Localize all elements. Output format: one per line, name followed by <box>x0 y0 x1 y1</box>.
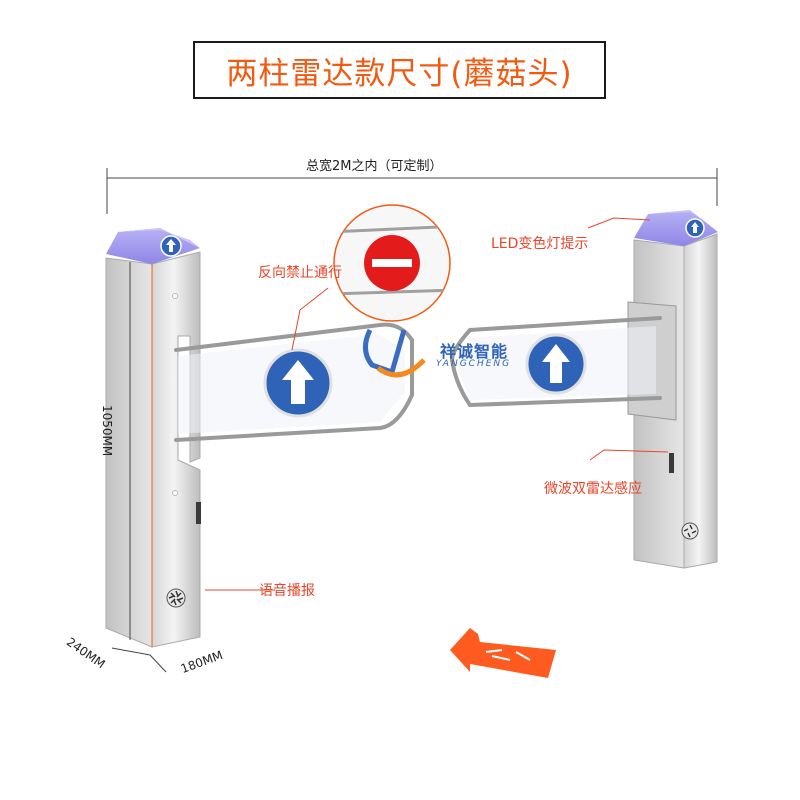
radar-callout: 微波双雷达感应 <box>544 481 642 497</box>
no-reverse-callout: 反向禁止通行 <box>258 265 342 281</box>
callout-lines <box>205 217 669 591</box>
gate-arms <box>174 316 662 442</box>
arrow-icon <box>685 218 705 238</box>
height-label: 1050MM <box>100 405 114 457</box>
depth-dimension-lines <box>111 262 167 673</box>
logo-text-en: YANGCHENG <box>436 359 512 369</box>
page-title: 两柱雷达款尺寸(蘑菇头) <box>226 55 573 92</box>
total-width-label: 总宽2M之内（可定制） <box>306 159 443 174</box>
no-entry-icon <box>364 235 420 291</box>
radar-window <box>196 502 201 524</box>
led-callout: LED变色灯提示 <box>491 236 589 252</box>
speaker-icon <box>681 522 699 540</box>
gate-arrow-sign-left <box>263 348 333 418</box>
width-dimension-line <box>106 168 718 214</box>
voice-callout: 语音播报 <box>259 583 315 599</box>
floor-entry-arrow-icon <box>450 628 556 678</box>
arrow-icon <box>160 235 182 257</box>
gate-arrow-sign-right <box>525 333 587 395</box>
logo-mark <box>363 328 426 378</box>
sensor-dot <box>172 293 178 299</box>
logo-text-cn: 祥诚智能 <box>440 342 509 361</box>
speaker-icon <box>166 588 186 608</box>
radar-window <box>669 453 674 473</box>
title-box: 两柱雷达款尺寸(蘑菇头) <box>193 41 606 99</box>
left-pillar <box>105 251 201 648</box>
sensor-dot <box>172 490 178 496</box>
right-pillar <box>627 233 718 569</box>
